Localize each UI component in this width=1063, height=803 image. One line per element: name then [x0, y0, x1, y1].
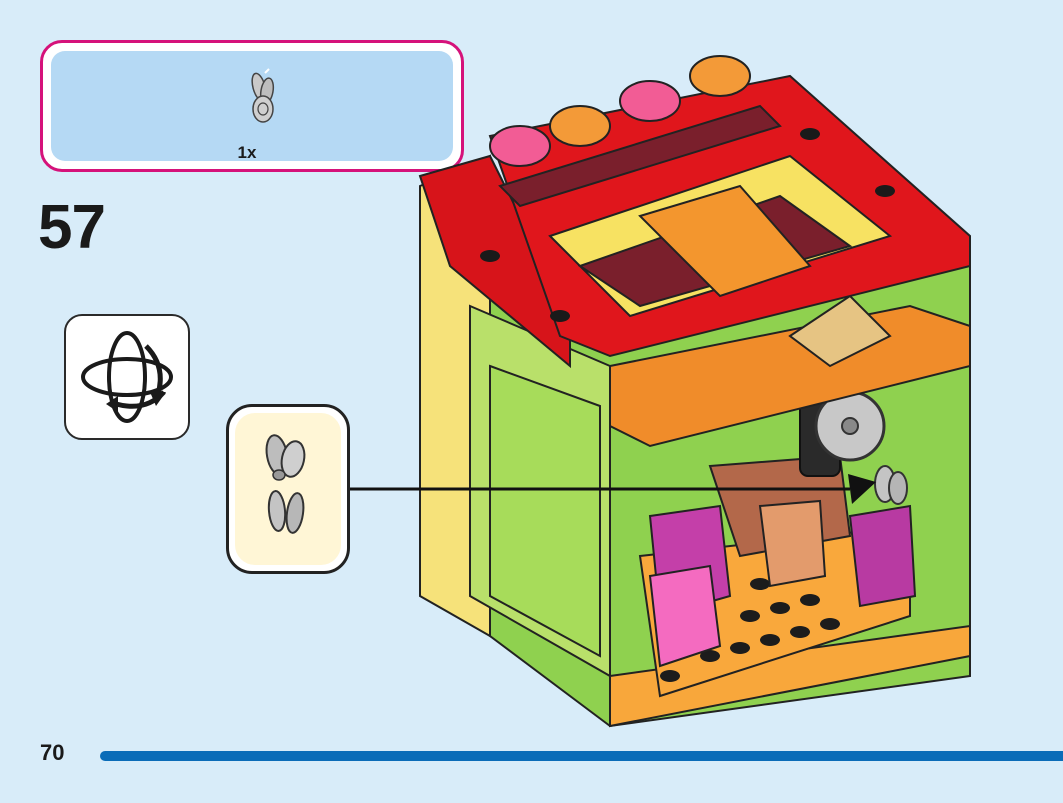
tap-handle-icon [265, 434, 306, 534]
parts-list-box: 1x [40, 40, 464, 172]
rotate-model-icon [81, 331, 173, 423]
parts-list-inner: 1x [51, 51, 453, 162]
part-callout [226, 404, 350, 574]
model-illustration [418, 55, 971, 728]
rotate-indicator [64, 314, 190, 440]
step-number: 57 [38, 193, 106, 262]
progress-bar [100, 751, 1063, 761]
part-callout-inner [235, 413, 341, 565]
tap-handle-icon [251, 68, 275, 123]
part-quantity: 1x [237, 143, 257, 162]
page-number: 70 [40, 740, 65, 765]
